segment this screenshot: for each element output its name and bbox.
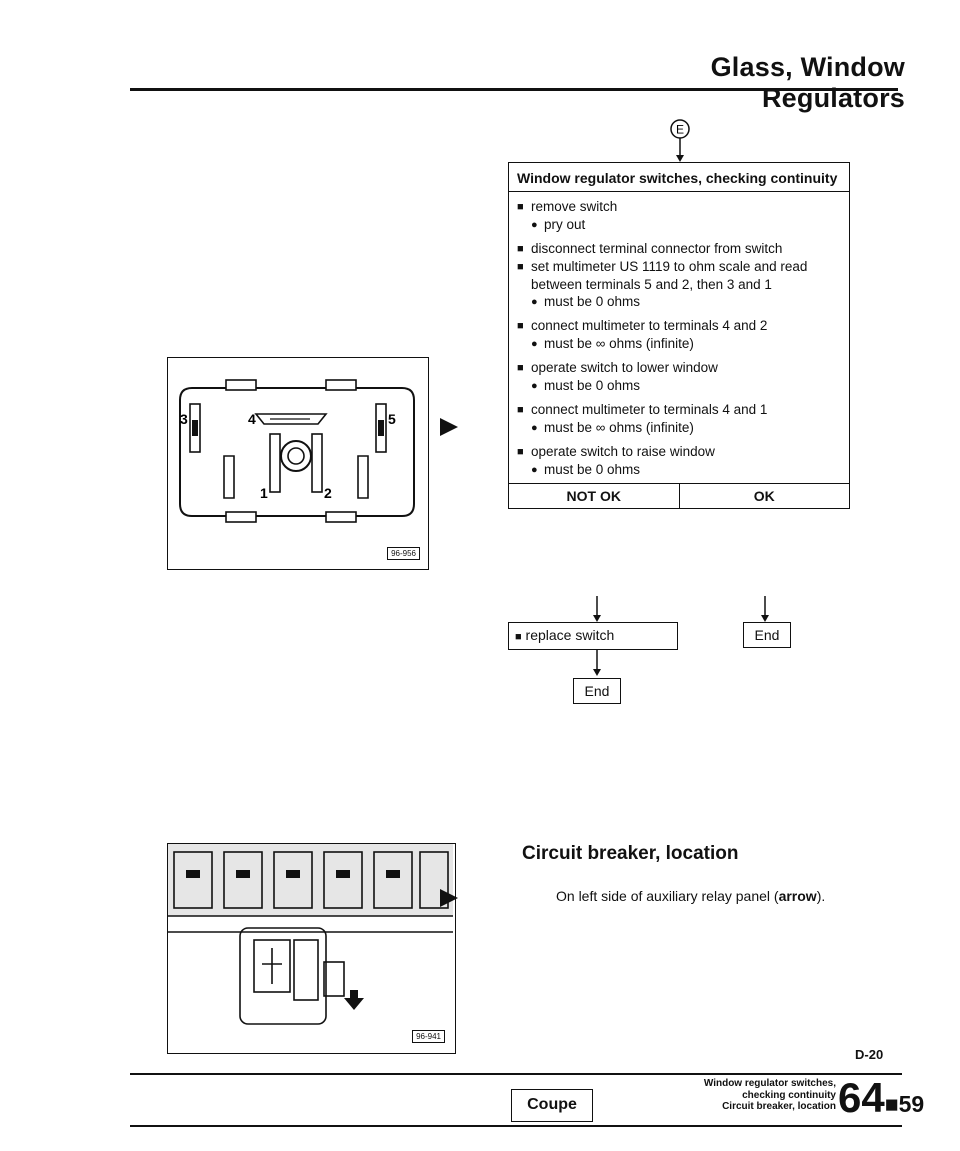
end-label: End	[584, 683, 610, 699]
figure-tag: 96-941	[412, 1030, 445, 1043]
check-text: must be 0 ohms	[544, 378, 641, 393]
flowchart-marker: E	[669, 118, 691, 164]
check-item: ● must be 0 ohms	[517, 461, 841, 479]
page-code: D-20	[855, 1047, 884, 1062]
check-text: must be ∞ ohms (infinite)	[544, 336, 694, 351]
section-text: On left side of auxiliary relay panel (a…	[556, 888, 825, 904]
terminal-label-3: 3	[180, 411, 188, 427]
step-item: ■ connect multimeter to terminals 4 and …	[517, 401, 841, 419]
step-item: ■ set multimeter US 1119 to ohm scale an…	[517, 258, 841, 293]
page-number-major: 64	[838, 1074, 885, 1121]
square-bullet-icon: ■	[515, 631, 522, 643]
check-text: must be 0 ohms	[544, 294, 641, 309]
step-text: connect multimeter to terminals 4 and 1	[531, 402, 768, 417]
terminal-label-4: 4	[248, 411, 256, 427]
step-text: set multimeter US 1119 to ohm scale and …	[531, 259, 808, 292]
square-bullet-icon: ■	[517, 320, 524, 332]
square-bullet-icon: ■	[517, 404, 524, 416]
page-number-separator: ■	[884, 1091, 899, 1117]
result-ok: OK	[678, 484, 850, 508]
step-text: connect multimeter to terminals 4 and 2	[531, 318, 768, 333]
footer-rule-bottom	[130, 1125, 902, 1127]
footer-topic: Circuit breaker, location	[722, 1101, 836, 1112]
pointer-arrow-icon	[440, 418, 458, 436]
page-number: 64■59	[838, 1074, 924, 1122]
check-item: ● must be ∞ ohms (infinite)	[517, 419, 841, 437]
flowchart-title: Window regulator switches, checking cont…	[509, 163, 849, 192]
switch-terminal-figure: 3 4 5 1 2 96-956	[167, 357, 429, 570]
footer-topic: checking continuity	[742, 1089, 836, 1101]
switch-terminal-drawing: 3 4 5 1 2	[179, 379, 415, 523]
step-item: ■ remove switch	[517, 198, 841, 216]
footer-topic: Window regulator switches,	[703, 1078, 836, 1089]
dot-bullet-icon: ●	[531, 380, 538, 392]
square-bullet-icon: ■	[517, 243, 524, 255]
flowchart-box: Window regulator switches, checking cont…	[508, 162, 850, 509]
end-box-replace: End	[573, 678, 621, 704]
step-text: operate switch to raise window	[531, 444, 715, 459]
flow-connectors	[593, 596, 769, 676]
dot-bullet-icon: ●	[531, 296, 538, 308]
relay-panel-drawing	[168, 844, 453, 1025]
step-text: operate switch to lower window	[531, 360, 718, 375]
dot-bullet-icon: ●	[531, 338, 538, 350]
step-list: ■ remove switch ● pry out ■ disconnect t…	[509, 192, 849, 483]
step-item: ■ connect multimeter to terminals 4 and …	[517, 317, 841, 335]
check-item: ● must be 0 ohms	[517, 377, 841, 395]
square-bullet-icon: ■	[517, 201, 524, 213]
section-title: Circuit breaker, location	[522, 843, 739, 864]
step-text: disconnect terminal connector from switc…	[531, 241, 783, 256]
dot-bullet-icon: ●	[531, 219, 538, 231]
square-bullet-icon: ■	[517, 446, 524, 458]
result-not-ok: NOT OK	[566, 488, 621, 504]
end-label: End	[754, 627, 780, 643]
check-text: must be ∞ ohms (infinite)	[544, 420, 694, 435]
model-label: Coupe	[511, 1089, 593, 1122]
section-text-bold: arrow	[778, 888, 817, 904]
step-text: remove switch	[531, 199, 618, 214]
replace-switch-text: replace switch	[525, 627, 615, 643]
terminal-label-1: 1	[260, 485, 268, 501]
dot-bullet-icon: ●	[531, 422, 538, 434]
page-title: Glass, Window Regulators	[710, 52, 905, 113]
step-item: ■ operate switch to raise window	[517, 443, 841, 461]
check-item: ● pry out	[517, 216, 841, 234]
end-box-ok: End	[743, 622, 791, 648]
footer-rule-top	[130, 1073, 902, 1075]
replace-switch-box: ■ replace switch	[508, 622, 678, 650]
step-item: ■ operate switch to lower window	[517, 359, 841, 377]
square-bullet-icon: ■	[517, 261, 524, 273]
check-text: pry out	[544, 217, 586, 232]
section-text-part: On left side of auxiliary relay panel (	[556, 888, 779, 904]
terminal-label-5: 5	[388, 411, 396, 427]
relay-panel-figure: 96-941	[167, 843, 456, 1054]
page-number-minor: 59	[898, 1091, 925, 1117]
section-text-part: ).	[816, 888, 826, 904]
step-item: ■ disconnect terminal connector from swi…	[517, 240, 841, 258]
check-item: ● must be 0 ohms	[517, 293, 841, 311]
result-row: NOT OK OK	[509, 483, 849, 508]
header-rule	[130, 88, 898, 91]
footer-topics: Window regulator switches, checking cont…	[596, 1078, 836, 1113]
pointer-arrow-icon	[440, 889, 458, 907]
check-text: must be 0 ohms	[544, 462, 641, 477]
check-item: ● must be ∞ ohms (infinite)	[517, 335, 841, 353]
square-bullet-icon: ■	[517, 362, 524, 374]
terminal-label-2: 2	[324, 485, 332, 501]
dot-bullet-icon: ●	[531, 464, 538, 476]
flowchart-marker-letter: E	[676, 123, 684, 137]
figure-tag: 96-956	[387, 547, 420, 560]
